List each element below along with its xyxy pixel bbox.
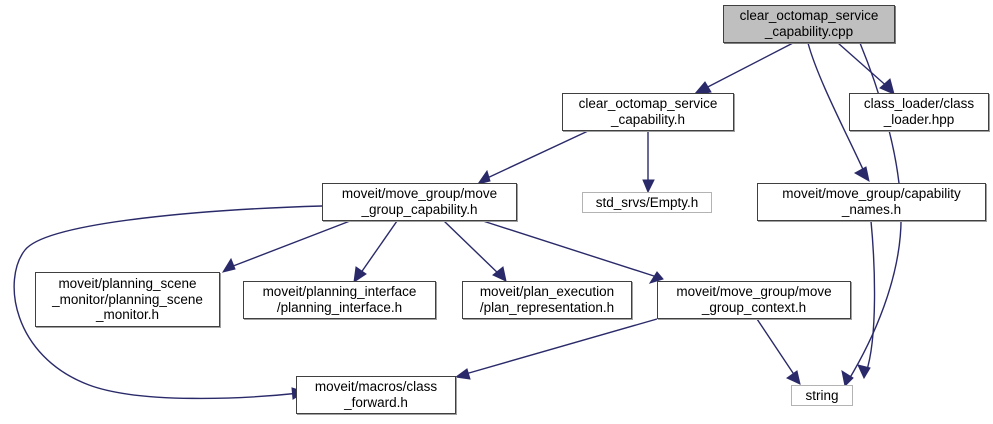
arrowhead-icon bbox=[492, 266, 507, 282]
graph-node-planning_iface[interactable]: moveit/planning_interface /planning_inte… bbox=[243, 281, 436, 319]
arrowhead-icon bbox=[853, 166, 870, 182]
arrowhead-icon bbox=[879, 78, 895, 95]
arrowhead-icon bbox=[642, 179, 655, 194]
graph-edge-mg_context-to-string bbox=[756, 318, 801, 385]
graph-edge-capability_names-to-string bbox=[857, 220, 876, 380]
graph-edge-move_group_cap-to-planning_iface bbox=[353, 220, 398, 284]
graph-edge-cap_h-to-move_group_cap bbox=[476, 130, 589, 185]
graph-node-class_forward[interactable]: moveit/macros/class _forward.h bbox=[296, 376, 456, 414]
graph-node-class_loader[interactable]: class_loader/class _loader.hpp bbox=[849, 93, 989, 131]
arrowhead-icon bbox=[454, 368, 471, 380]
graph-edge-mg_context-to-class_forward bbox=[454, 318, 658, 380]
graph-node-move_group_cap[interactable]: moveit/move_group/move _group_capability… bbox=[322, 183, 517, 221]
arrowhead-icon bbox=[786, 370, 801, 385]
arrowhead-icon bbox=[221, 257, 236, 273]
graph-edge-cap_h-to-std_srvs_empty bbox=[642, 131, 655, 194]
graph-edge-root-to-cap_h bbox=[692, 42, 794, 96]
arrowhead-icon bbox=[857, 364, 871, 380]
graph-node-mg_context[interactable]: moveit/move_group/move _group_context.h bbox=[657, 281, 851, 319]
graph-edge-move_group_cap-to-mg_context bbox=[482, 220, 664, 284]
graph-node-plan_repr[interactable]: moveit/plan_execution /plan_representati… bbox=[462, 281, 632, 319]
graph-node-std_srvs_empty[interactable]: std_srvs/Empty.h bbox=[582, 192, 712, 213]
arrowhead-icon bbox=[353, 266, 367, 284]
graph-node-root[interactable]: clear_octomap_service _capability.cpp bbox=[723, 5, 895, 43]
graph-node-psm[interactable]: moveit/planning_scene _monitor/planning_… bbox=[35, 272, 220, 327]
graph-edge-move_group_cap-to-psm bbox=[221, 220, 351, 273]
graph-edge-move_group_cap-to-plan_repr bbox=[443, 220, 507, 282]
graph-edge-root-to-class_loader bbox=[837, 42, 895, 95]
graph-node-cap_h[interactable]: clear_octomap_service _capability.h bbox=[562, 93, 734, 131]
arrowhead-icon bbox=[841, 369, 854, 388]
graph-node-capability_names[interactable]: moveit/move_group/capability _names.h bbox=[757, 183, 986, 221]
graph-node-string[interactable]: string bbox=[791, 385, 853, 406]
